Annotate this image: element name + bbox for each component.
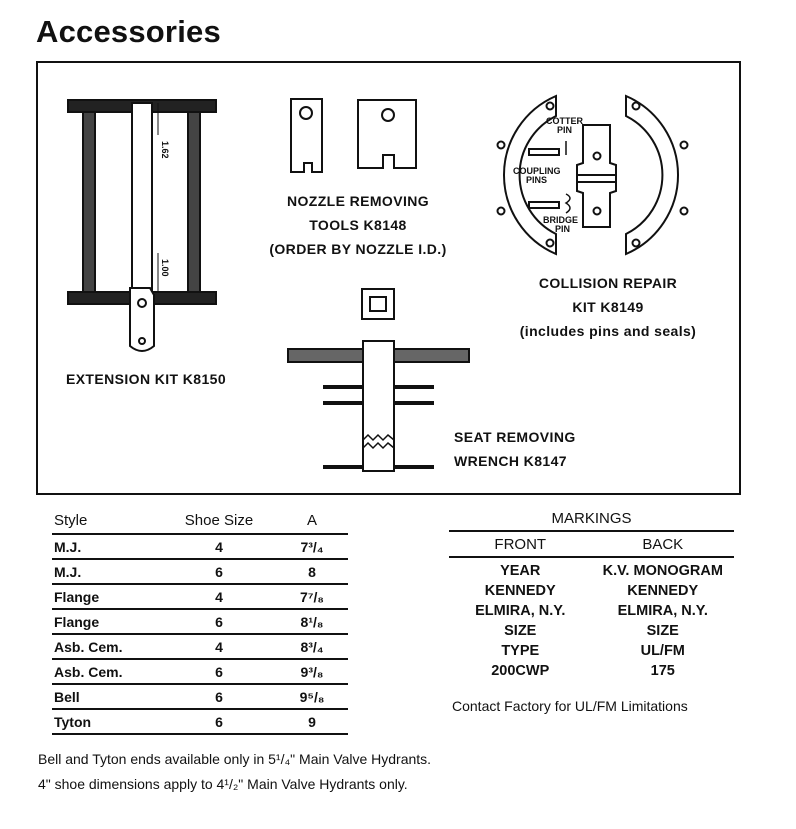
back-cell: 175 xyxy=(650,663,675,679)
markings-title: MARKINGS xyxy=(449,508,734,532)
markings-table: MARKINGS FRONT BACK YEAR K.V. MONOGRAM KE… xyxy=(449,508,734,681)
nozzle-tools-line1: NOZZLE REMOVING xyxy=(286,193,430,209)
back-cell: KENNEDY xyxy=(627,583,699,599)
cell-a: 9⁵/₈ xyxy=(274,684,348,710)
back-cell: SIZE xyxy=(646,623,679,639)
accessories-panel: 1.62 1.00 COTTER PIN COUPLING xyxy=(36,61,741,495)
nozzle-tool-large xyxy=(357,99,417,169)
label-coupling: COUPLING xyxy=(513,166,561,176)
cell-shoe-size: 6 xyxy=(162,684,274,710)
markings-row: 200CWP 175 xyxy=(449,661,734,681)
accessories-illustrations: 1.62 1.00 COTTER PIN COUPLING xyxy=(67,94,689,472)
cell-a: 8³/₄ xyxy=(274,634,348,660)
page-title: Accessories xyxy=(36,14,221,49)
extension-kit-drawing xyxy=(67,99,217,352)
cell-style: Asb. Cem. xyxy=(52,634,162,660)
back-cell: ELMIRA, N.Y. xyxy=(617,603,708,619)
nozzle-tools-line3: (ORDER BY NOZZLE I.D.) xyxy=(269,241,447,257)
label-bridge-pin: PIN xyxy=(555,224,570,234)
seat-wrench-caption: SEAT REMOVING WRENCH K8147 xyxy=(454,425,594,473)
cell-shoe-size: 4 xyxy=(162,634,274,660)
markings-rows: YEAR K.V. MONOGRAM KENNEDY KENNEDY ELMIRA,… xyxy=(449,561,734,681)
markings-row: YEAR K.V. MONOGRAM xyxy=(449,561,734,581)
label-bridge: BRIDGE xyxy=(543,215,578,225)
shoe-table-header: Style Shoe Size A xyxy=(52,509,348,535)
cell-a: 8¹/₈ xyxy=(274,609,348,635)
collision-repair-line1: COLLISION REPAIR xyxy=(538,275,678,291)
cell-a: 9 xyxy=(274,709,348,735)
markings-row: TYPE UL/FM xyxy=(449,641,734,661)
cell-shoe-size: 4 xyxy=(162,584,274,610)
cell-style: Tyton xyxy=(52,709,162,735)
wrench-shaft xyxy=(362,340,395,472)
collision-repair-line2: KIT K8149 xyxy=(572,299,644,315)
back-cell: K.V. MONOGRAM xyxy=(602,563,723,579)
label-coupling-pins: PINS xyxy=(526,175,547,185)
stem xyxy=(131,102,153,294)
cell-shoe-size: 6 xyxy=(162,709,274,735)
cell-a: 9³/₈ xyxy=(274,659,348,685)
back-cell: UL/FM xyxy=(640,643,685,659)
col-front: FRONT xyxy=(494,536,547,553)
footnote-bell-tyton: Bell and Tyton ends available only in 5¹… xyxy=(38,751,432,767)
cell-style: M.J. xyxy=(52,534,162,560)
markings-row: KENNEDY KENNEDY xyxy=(449,581,734,601)
col-shoe-size: Shoe Size xyxy=(162,509,274,535)
cell-style: Bell xyxy=(52,684,162,710)
left-barrel-wall xyxy=(82,111,96,293)
dim-top-label: 1.62 xyxy=(160,141,170,159)
front-cell: YEAR xyxy=(500,563,541,579)
cell-shoe-size: 4 xyxy=(162,534,274,560)
front-cell: SIZE xyxy=(504,623,537,639)
col-a: A xyxy=(274,509,348,535)
cell-a: 7⁷/₈ xyxy=(274,584,348,610)
label-cotter-pin: PIN xyxy=(557,125,572,135)
right-barrel-wall xyxy=(187,111,201,293)
collision-repair-drawing xyxy=(496,94,689,256)
cell-a: 7³/₄ xyxy=(274,534,348,560)
label-cotter: COTTER xyxy=(546,116,583,126)
stem-coupling xyxy=(129,287,155,352)
collision-repair-caption: COLLISION REPAIR KIT K8149 (includes pin… xyxy=(488,271,728,343)
cell-style: Flange xyxy=(52,584,162,610)
nozzle-tools-caption: NOZZLE REMOVING TOOLS K8148 (ORDER BY NO… xyxy=(248,189,468,261)
nozzle-tool-small xyxy=(290,98,323,173)
cell-a: 8 xyxy=(274,559,348,585)
cell-style: M.J. xyxy=(52,559,162,585)
extension-kit-caption: EXTENSION KIT K8150 xyxy=(65,371,227,387)
markings-row: SIZE SIZE xyxy=(449,621,734,641)
front-cell: KENNEDY xyxy=(484,583,556,599)
col-style: Style xyxy=(52,509,162,535)
cell-style: Asb. Cem. xyxy=(52,659,162,685)
seat-wrench-line1: SEAT REMOVING xyxy=(454,429,576,445)
markings-row: ELMIRA, N.Y. ELMIRA, N.Y. xyxy=(449,601,734,621)
left-ring-half xyxy=(502,94,557,256)
seat-wrench-drawing xyxy=(287,288,470,472)
seat-wrench-line2: WRENCH K8147 xyxy=(454,453,567,469)
cell-style: Flange xyxy=(52,609,162,635)
collision-repair-line3: (includes pins and seals) xyxy=(519,323,697,339)
cell-shoe-size: 6 xyxy=(162,609,274,635)
right-ring-half xyxy=(625,94,680,256)
front-cell: 200CWP xyxy=(491,663,550,679)
markings-header: FRONT BACK xyxy=(449,532,734,558)
contact-note: Contact Factory for UL/FM Limitations xyxy=(452,698,688,714)
front-cell: TYPE xyxy=(501,643,540,659)
nozzle-tools-line2: TOOLS K8148 xyxy=(309,217,407,233)
footnote-shoe-dimensions: 4" shoe dimensions apply to 4¹/₂" Main V… xyxy=(38,776,408,792)
front-cell: ELMIRA, N.Y. xyxy=(475,603,566,619)
dim-bottom-label: 1.00 xyxy=(160,259,170,277)
cell-shoe-size: 6 xyxy=(162,559,274,585)
col-back: BACK xyxy=(642,536,684,553)
cell-shoe-size: 6 xyxy=(162,659,274,685)
